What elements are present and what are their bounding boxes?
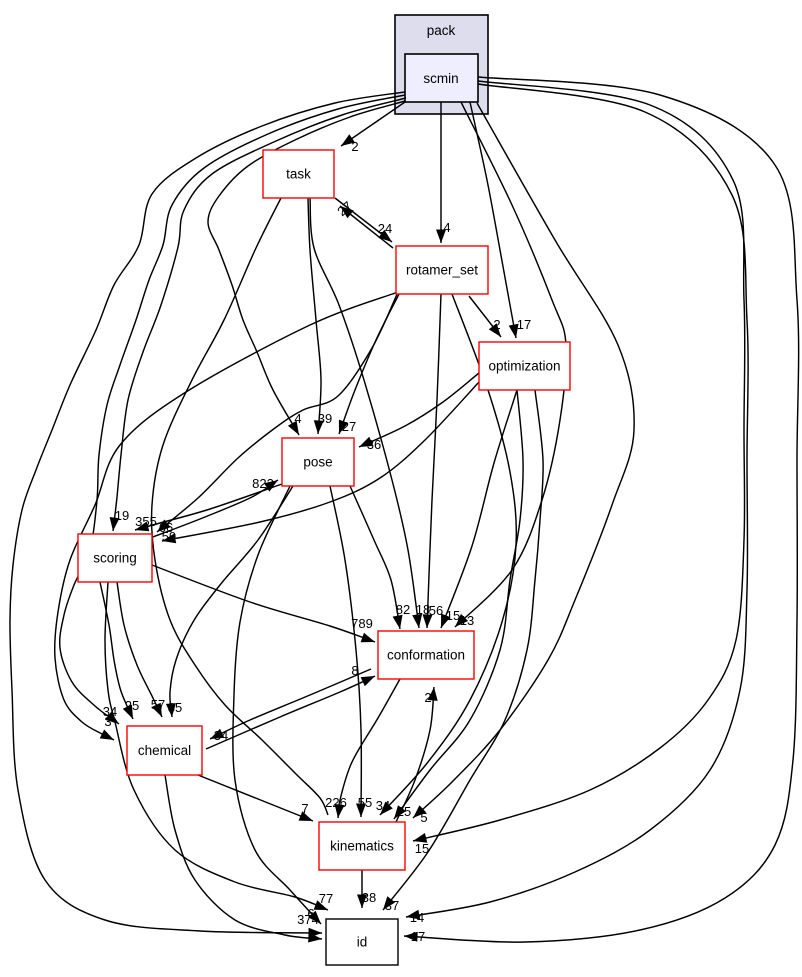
svg-text:17: 17	[517, 317, 531, 332]
svg-text:5: 5	[420, 810, 427, 825]
svg-text:optimization: optimization	[488, 359, 560, 374]
svg-text:chemical: chemical	[138, 743, 191, 758]
svg-text:38: 38	[362, 890, 376, 905]
svg-text:14: 14	[410, 910, 424, 925]
svg-text:13: 13	[460, 613, 474, 628]
svg-text:37: 37	[385, 898, 399, 913]
svg-text:36: 36	[367, 437, 381, 452]
svg-text:82: 82	[396, 602, 410, 617]
svg-text:24: 24	[378, 221, 392, 236]
svg-text:2: 2	[493, 317, 500, 332]
svg-text:789: 789	[351, 616, 373, 631]
svg-text:25: 25	[125, 698, 139, 713]
svg-text:55: 55	[358, 795, 372, 810]
svg-text:2: 2	[351, 139, 358, 154]
svg-text:17: 17	[411, 929, 425, 944]
svg-text:scmin: scmin	[423, 71, 458, 86]
svg-text:56: 56	[429, 603, 443, 618]
svg-text:39: 39	[318, 411, 332, 426]
svg-text:18: 18	[416, 602, 430, 617]
svg-text:27: 27	[342, 419, 356, 434]
svg-text:rotamer_set: rotamer_set	[406, 263, 478, 278]
svg-text:id: id	[357, 935, 368, 950]
svg-text:57: 57	[151, 697, 165, 712]
svg-text:19: 19	[115, 508, 129, 523]
svg-text:85: 85	[168, 700, 182, 715]
svg-text:34: 34	[376, 798, 390, 813]
svg-text:59: 59	[162, 529, 176, 544]
svg-text:822: 822	[252, 476, 274, 491]
svg-text:7: 7	[301, 801, 308, 816]
svg-text:scoring: scoring	[93, 551, 137, 566]
svg-text:15: 15	[446, 608, 460, 623]
svg-text:task: task	[286, 167, 311, 182]
svg-text:pose: pose	[303, 455, 332, 470]
svg-text:4: 4	[294, 411, 301, 426]
svg-text:226: 226	[325, 795, 347, 810]
svg-text:3: 3	[104, 714, 111, 729]
svg-text:2: 2	[424, 690, 431, 705]
svg-text:kinematics: kinematics	[330, 839, 394, 854]
svg-text:conformation: conformation	[387, 648, 465, 663]
svg-text:25: 25	[397, 804, 411, 819]
svg-text:77: 77	[319, 891, 333, 906]
svg-text:pack: pack	[427, 23, 456, 38]
svg-text:66: 66	[159, 520, 173, 535]
svg-text:6: 6	[307, 906, 314, 921]
svg-text:34: 34	[214, 728, 228, 743]
svg-text:8: 8	[351, 663, 358, 678]
svg-text:355: 355	[135, 514, 157, 529]
svg-text:4: 4	[443, 220, 450, 235]
svg-text:15: 15	[415, 841, 429, 856]
